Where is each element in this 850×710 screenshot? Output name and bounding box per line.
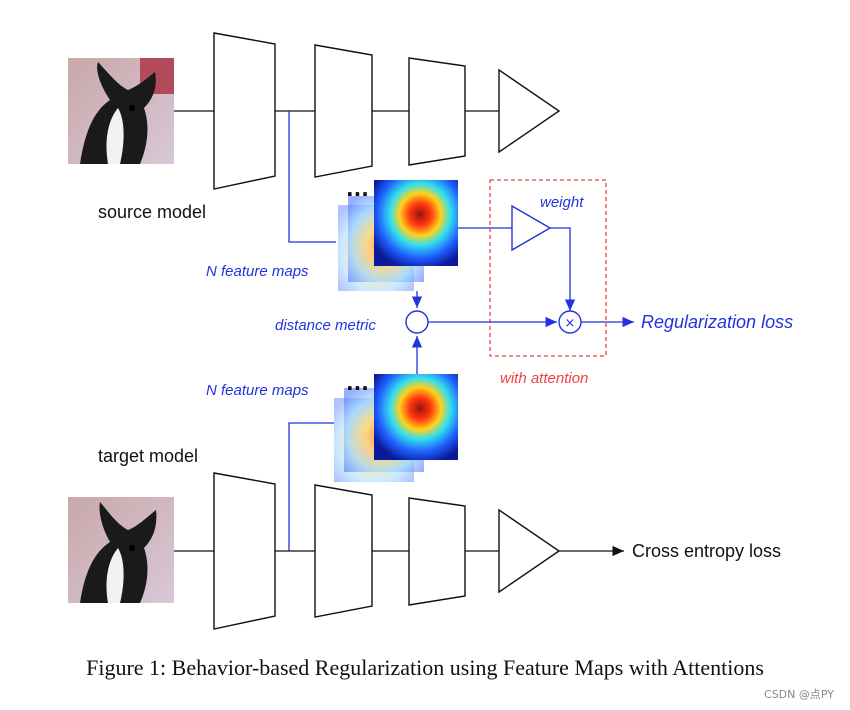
figure-caption: Figure 1: Behavior-based Regularization … <box>86 655 764 680</box>
n-feature-maps-top-label: N feature maps <box>206 263 309 280</box>
target-fc-layer <box>498 508 561 594</box>
ellipsis-top: ... <box>346 177 369 201</box>
target-conv-layer-1 <box>213 472 276 630</box>
source-fc-layer <box>498 68 561 154</box>
target-model <box>68 472 561 630</box>
multiply-symbol: × <box>565 316 576 331</box>
target-model-label: target model <box>98 446 198 466</box>
target-conv-layer-2 <box>314 484 373 618</box>
target-conv-layer-3 <box>408 497 466 606</box>
diagram: source model ... N feature maps weight w… <box>68 32 793 630</box>
cross-entropy-loss-label: Cross entropy loss <box>632 541 781 561</box>
ellipsis-bottom: ... <box>346 371 369 395</box>
source-dog-image <box>68 58 174 164</box>
regularization-loss-label: Regularization loss <box>641 312 793 332</box>
attention-box <box>489 179 607 357</box>
source-conv-layer-1 <box>213 32 276 190</box>
source-conv-layer-2 <box>314 44 373 178</box>
with-attention-label: with attention <box>500 370 588 387</box>
n-feature-maps-bottom-label: N feature maps <box>206 382 309 399</box>
weight-label: weight <box>540 194 584 211</box>
target-feature-maps: ... <box>334 371 458 482</box>
target-dog-image <box>68 497 174 603</box>
source-conv-layer-3 <box>408 57 466 166</box>
distance-metric-label: distance metric <box>275 317 376 334</box>
watermark: CSDN @点PY <box>764 688 834 701</box>
source-feature-maps: ... <box>338 177 458 291</box>
distance-metric-node <box>405 310 429 334</box>
source-model <box>68 32 561 190</box>
weight-triangle <box>511 204 552 252</box>
source-model-label: source model <box>98 202 206 222</box>
